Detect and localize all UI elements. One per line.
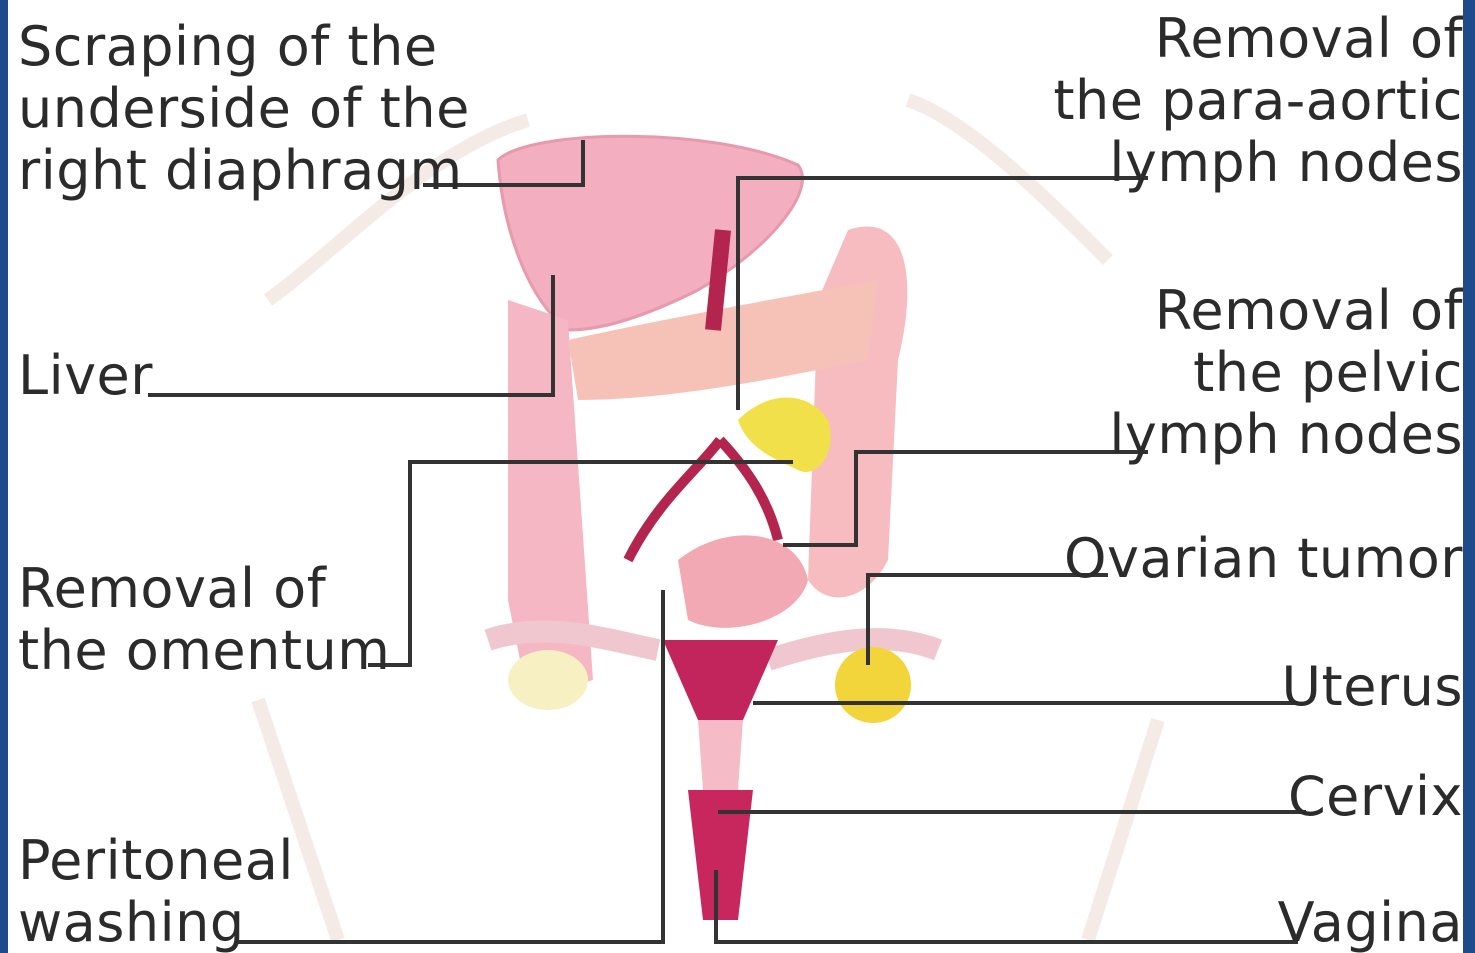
label-pelvic: Removal of the pelvic lymph nodes	[1109, 280, 1463, 466]
leader-liver	[148, 275, 553, 395]
leader-vagina	[716, 870, 1298, 942]
aorta	[713, 230, 723, 330]
ovarian-tumor-mass	[835, 647, 911, 723]
diagram-frame: Scraping of the underside of the right d…	[8, 0, 1463, 953]
left-ovary	[508, 650, 588, 710]
label-scraping: Scraping of the underside of the right d…	[18, 16, 470, 202]
label-cervix: Cervix	[1288, 766, 1463, 828]
leader-para-aortic	[738, 178, 1148, 410]
liver-shape	[498, 136, 802, 330]
label-para-aortic: Removal of the para-aortic lymph nodes	[1053, 8, 1463, 194]
vagina-shape	[688, 790, 753, 920]
uterus-shape	[663, 640, 778, 720]
label-omentum: Removal of the omentum	[18, 558, 390, 682]
label-uterus: Uterus	[1282, 656, 1463, 718]
label-ovarian-tumor: Ovarian tumor	[1064, 528, 1463, 590]
label-vagina: Vagina	[1278, 892, 1463, 953]
label-peritoneal-washing: Peritoneal washing	[18, 830, 294, 953]
cervix-shape	[698, 720, 743, 790]
label-liver: Liver	[18, 345, 153, 407]
small-bowel	[678, 535, 808, 628]
